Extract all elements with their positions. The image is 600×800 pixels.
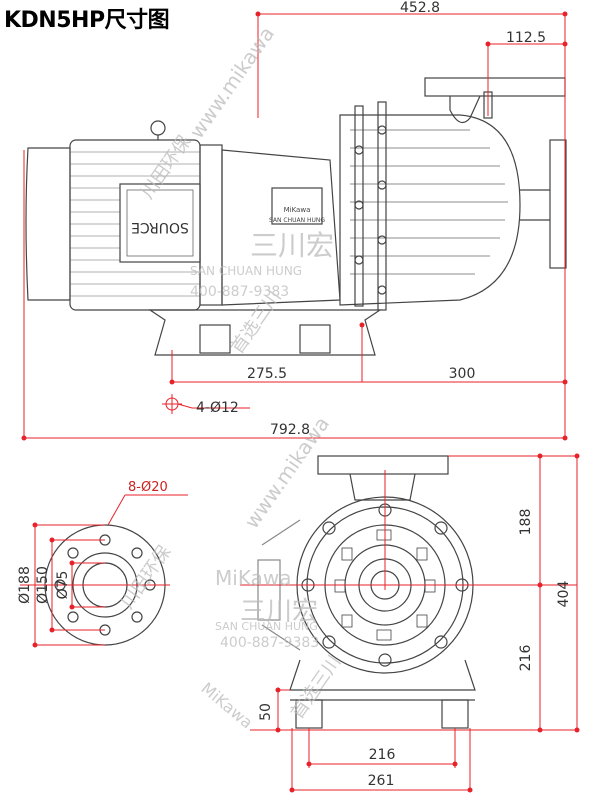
bracket [221,149,341,306]
bracket-logo-plate [271,187,323,225]
flange-dimensions [20,494,188,648]
svg-text:SAN CHUAN HUNG: SAN CHUAN HUNG [190,264,302,278]
side-dimensions [21,11,568,441]
dim-outlet-offset: 112.5 [506,30,546,46]
dim-outlet-to-end: 452.8 [400,0,440,16]
dim-mount-holes: 4-Ø12 [196,400,239,416]
dim-upper-height: 188 [518,509,534,536]
bracket-logo: MiKawa SAN CHUAN HUNG [269,206,325,224]
dim-base-span-left: 275.5 [247,366,287,382]
inlet-flange [549,139,567,269]
pump-casing [339,114,521,306]
svg-text:400-887-9383: 400-887-9383 [220,635,319,651]
front-view [257,455,476,729]
side-view [25,77,567,356]
casing-bolts [354,101,387,311]
front-dimensions [240,453,580,793]
dim-foot-span-inner: 216 [369,747,396,763]
dim-base-span-right: 300 [449,366,476,382]
casing-ribs [350,129,508,275]
dim-lower-height: 216 [518,645,534,672]
svg-text:SAN CHUAN HUNG: SAN CHUAN HUNG [269,217,325,224]
svg-text:三川宏: 三川宏 [250,229,334,262]
svg-text:首选三川: 首选三川 [287,652,345,723]
dim-bolt-circle: Ø150 [35,566,51,604]
svg-text:MiKawa: MiKawa [197,679,256,733]
svg-text:三川宏: 三川宏 [240,597,318,627]
page-title: KDN5HP尺寸图 [4,8,170,33]
dim-total-height: 404 [556,581,572,608]
watermark-bottom: www.mikawa 川田环保 MiKawa 三川宏 SAN CHUAN HUN… [117,412,345,732]
outlet-flange [424,77,566,97]
svg-text:www.mikawa: www.mikawa [184,22,279,143]
motor-end-cap [25,147,71,301]
terminal-box-label: SOURCE [131,219,189,235]
dim-total-length: 792.8 [270,422,310,438]
svg-text:MiKawa: MiKawa [284,206,311,214]
svg-text:MiKawa: MiKawa [215,566,291,590]
svg-text:SAN CHUAN HUNG: SAN CHUAN HUNG [215,620,318,633]
front-slots [334,529,436,641]
dim-bolt-holes: 8-Ø20 [128,480,168,495]
lifting-eye [150,120,166,136]
dim-flange-outer: Ø188 [17,566,33,604]
dim-bore: Ø75 [55,571,71,600]
front-outlet-flange [317,455,449,475]
front-foot-right [441,699,469,729]
svg-text:400-887-9383: 400-887-9383 [190,284,289,300]
dim-foot-span-outer: 261 [368,773,395,789]
dim-foot-height: 50 [258,703,274,721]
